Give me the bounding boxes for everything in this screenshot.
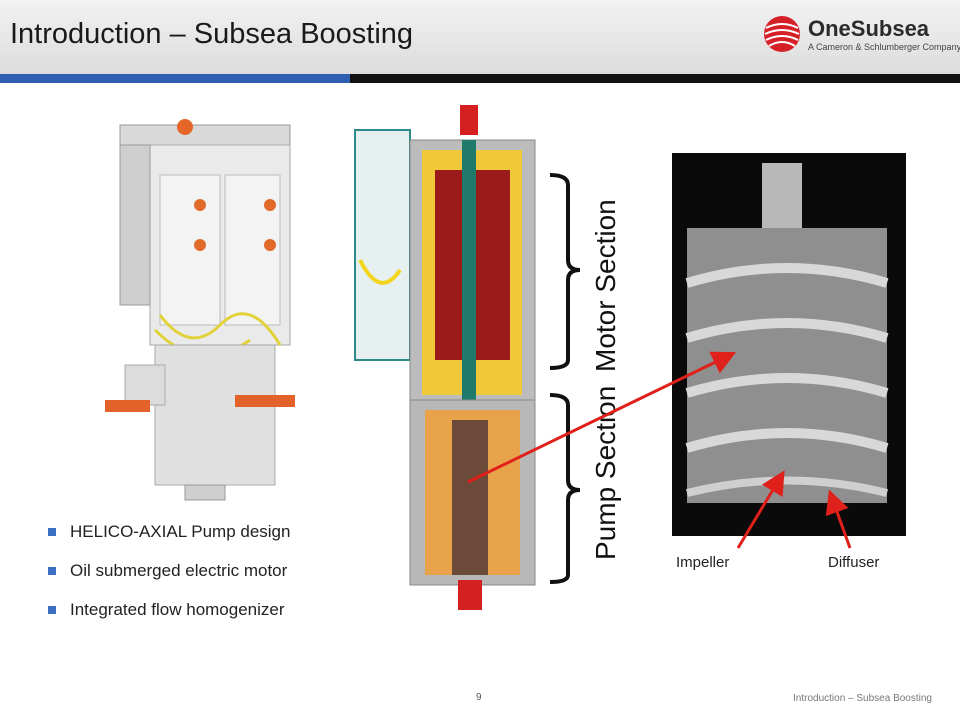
bullet-item: Integrated flow homogenizer	[48, 600, 290, 622]
header-accent-bar	[0, 74, 350, 83]
bullet-item: HELICO-AXIAL Pump design	[48, 522, 290, 544]
square-bullet-icon	[48, 528, 56, 536]
pump-module-illustration	[105, 119, 295, 501]
slide-header	[0, 0, 960, 76]
square-bullet-icon	[48, 606, 56, 614]
page-number: 9	[476, 692, 482, 703]
globe-icon	[764, 16, 800, 52]
pump-cutaway-diagram	[354, 105, 536, 610]
footer-text: Introduction – Subsea Boosting	[793, 693, 932, 704]
diffuser-caption: Diffuser	[828, 554, 880, 571]
feature-bullet-list: HELICO-AXIAL Pump design Oil submerged e…	[48, 522, 290, 639]
impeller-caption: Impeller	[676, 554, 730, 571]
company-logo: OneSubsea A Cameron & Schlumberger Compa…	[762, 10, 960, 60]
slide-title: Introduction – Subsea Boosting	[10, 18, 414, 50]
logo-tagline: A Cameron & Schlumberger Company	[808, 42, 960, 52]
logo-name: OneSubsea	[808, 16, 930, 41]
section-brackets	[549, 173, 581, 584]
square-bullet-icon	[48, 567, 56, 575]
bullet-item: Oil submerged electric motor	[48, 561, 290, 583]
header-divider-bar	[350, 74, 960, 83]
